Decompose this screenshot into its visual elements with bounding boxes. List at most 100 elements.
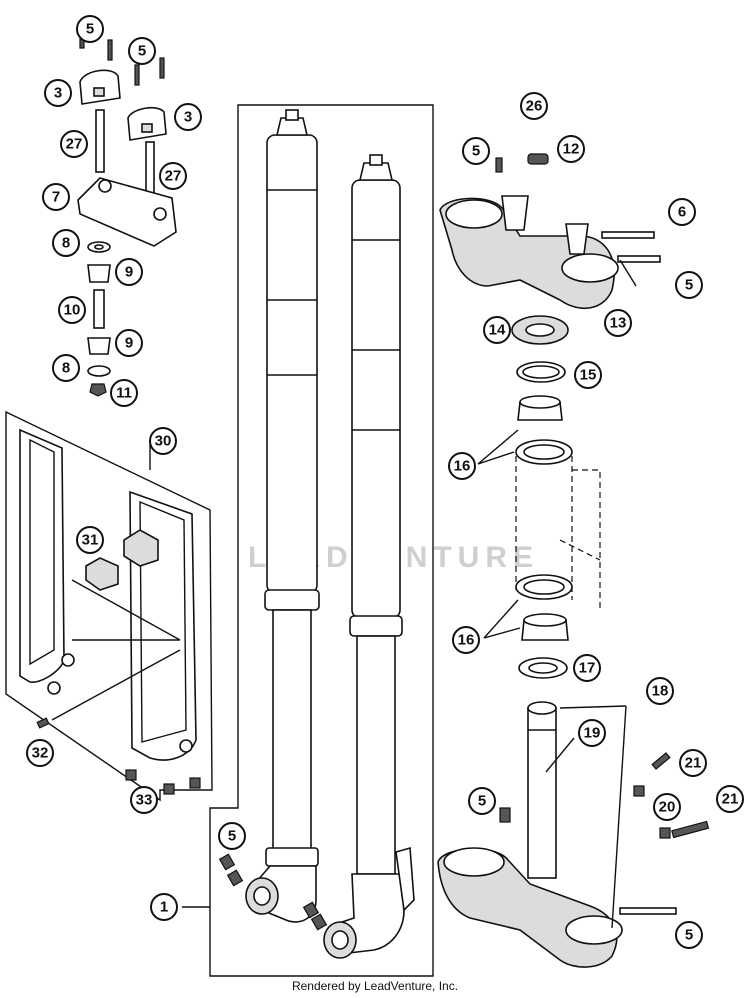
callout-12[interactable]: 12 <box>557 135 585 163</box>
callout-26[interactable]: 26 <box>520 92 548 120</box>
svg-text:10: 10 <box>64 302 81 319</box>
callout-8-bottom[interactable]: 8 <box>52 354 80 382</box>
small-parts <box>87 241 111 397</box>
callout-17[interactable]: 17 <box>573 654 601 682</box>
handlebar-clamps <box>77 27 177 247</box>
svg-text:33: 33 <box>136 792 153 809</box>
callout-1[interactable]: 1 <box>150 893 178 921</box>
callout-10[interactable]: 10 <box>58 296 86 324</box>
svg-text:26: 26 <box>526 98 543 115</box>
svg-text:30: 30 <box>155 433 172 450</box>
leader-5-upper <box>619 259 637 287</box>
callout-21-right[interactable]: 21 <box>716 785 744 813</box>
callout-30[interactable]: 30 <box>149 427 177 455</box>
callout-11[interactable]: 11 <box>110 379 138 407</box>
leader-16a <box>477 429 519 465</box>
svg-text:8: 8 <box>62 235 70 252</box>
svg-text:5: 5 <box>138 43 146 60</box>
callout-9-bottom[interactable]: 9 <box>115 329 143 357</box>
svg-text:12: 12 <box>563 141 580 158</box>
svg-text:8: 8 <box>62 360 70 377</box>
callout-6[interactable]: 6 <box>668 198 696 226</box>
leader-32 <box>51 649 181 721</box>
callout-5-fork[interactable]: 5 <box>218 822 246 850</box>
svg-text:3: 3 <box>54 85 62 102</box>
svg-text:17: 17 <box>579 660 596 677</box>
callout-16-top[interactable]: 16 <box>448 452 476 480</box>
svg-text:21: 21 <box>685 755 702 772</box>
svg-text:32: 32 <box>32 745 49 762</box>
footer-credit: Rendered by LeadVenture, Inc. <box>291 979 459 993</box>
svg-text:5: 5 <box>472 143 480 160</box>
fork-guard-left <box>19 428 75 695</box>
callout-5-lower-stem[interactable]: 5 <box>468 787 496 815</box>
svg-text:9: 9 <box>125 335 133 352</box>
fork-guard-right <box>85 490 197 761</box>
svg-text:5: 5 <box>685 927 693 944</box>
leader-31a <box>71 579 181 641</box>
svg-text:18: 18 <box>652 683 669 700</box>
svg-text:11: 11 <box>116 385 132 402</box>
leader-16d <box>483 627 521 639</box>
fork-assembly-frame <box>209 104 434 977</box>
svg-text:16: 16 <box>458 632 475 649</box>
svg-text:21: 21 <box>722 791 739 808</box>
frame-head-tube-hidden <box>515 456 601 610</box>
svg-text:31: 31 <box>82 532 99 549</box>
callout-21-top[interactable]: 21 <box>679 749 707 777</box>
callout-8-top[interactable]: 8 <box>52 229 80 257</box>
callout-20[interactable]: 20 <box>653 793 681 821</box>
callout-32[interactable]: 32 <box>26 739 54 767</box>
upper-triple-clamp <box>439 153 661 309</box>
svg-text:1: 1 <box>160 899 168 916</box>
callout-15[interactable]: 15 <box>574 361 602 389</box>
svg-text:5: 5 <box>685 277 693 294</box>
leader-18b <box>611 705 627 929</box>
callout-13[interactable]: 13 <box>604 309 632 337</box>
svg-text:5: 5 <box>228 828 236 845</box>
guard-fasteners <box>36 717 201 795</box>
svg-text:19: 19 <box>584 725 601 742</box>
callout-9-top[interactable]: 9 <box>115 258 143 286</box>
svg-text:20: 20 <box>659 799 676 816</box>
callout-5-upper-clamp-bolt[interactable]: 5 <box>462 137 490 165</box>
fork-leg-right <box>323 154 415 959</box>
svg-text:27: 27 <box>165 168 182 185</box>
callout-27-left[interactable]: 27 <box>60 130 88 158</box>
callout-19[interactable]: 19 <box>578 719 606 747</box>
callout-7[interactable]: 7 <box>42 183 70 211</box>
callout-16-bottom[interactable]: 16 <box>452 626 480 654</box>
callout-5-top-center[interactable]: 5 <box>128 37 156 65</box>
callout-5-upper-clamp[interactable]: 5 <box>675 271 703 299</box>
svg-text:16: 16 <box>454 458 471 475</box>
svg-text:15: 15 <box>580 367 597 384</box>
fork-guard-frame <box>5 410 213 802</box>
leader-19 <box>545 737 575 773</box>
svg-text:13: 13 <box>610 315 627 332</box>
callout-27-right[interactable]: 27 <box>159 162 187 190</box>
svg-text:7: 7 <box>52 189 60 206</box>
svg-text:5: 5 <box>478 793 486 810</box>
svg-text:27: 27 <box>66 136 83 153</box>
svg-text:3: 3 <box>184 109 192 126</box>
svg-text:6: 6 <box>678 204 686 221</box>
callout-33[interactable]: 33 <box>130 786 158 814</box>
callout-5-lower-clamp[interactable]: 5 <box>675 921 703 949</box>
callout-3-left[interactable]: 3 <box>44 79 72 107</box>
leader-16b <box>477 451 515 465</box>
fork-leg-left <box>245 109 320 923</box>
bearings <box>511 315 573 679</box>
leader-18 <box>559 705 627 709</box>
callout-5-top-left[interactable]: 5 <box>76 15 104 43</box>
leader-16c <box>483 599 519 639</box>
svg-text:5: 5 <box>86 21 94 38</box>
svg-text:14: 14 <box>489 322 506 339</box>
callout-3-right[interactable]: 3 <box>174 103 202 131</box>
lower-triple-clamp <box>437 701 710 968</box>
callout-14[interactable]: 14 <box>483 316 511 344</box>
callout-18[interactable]: 18 <box>646 677 674 705</box>
callout-31[interactable]: 31 <box>76 526 104 554</box>
fork-clamp-bolts <box>218 853 328 931</box>
svg-text:9: 9 <box>125 264 133 281</box>
